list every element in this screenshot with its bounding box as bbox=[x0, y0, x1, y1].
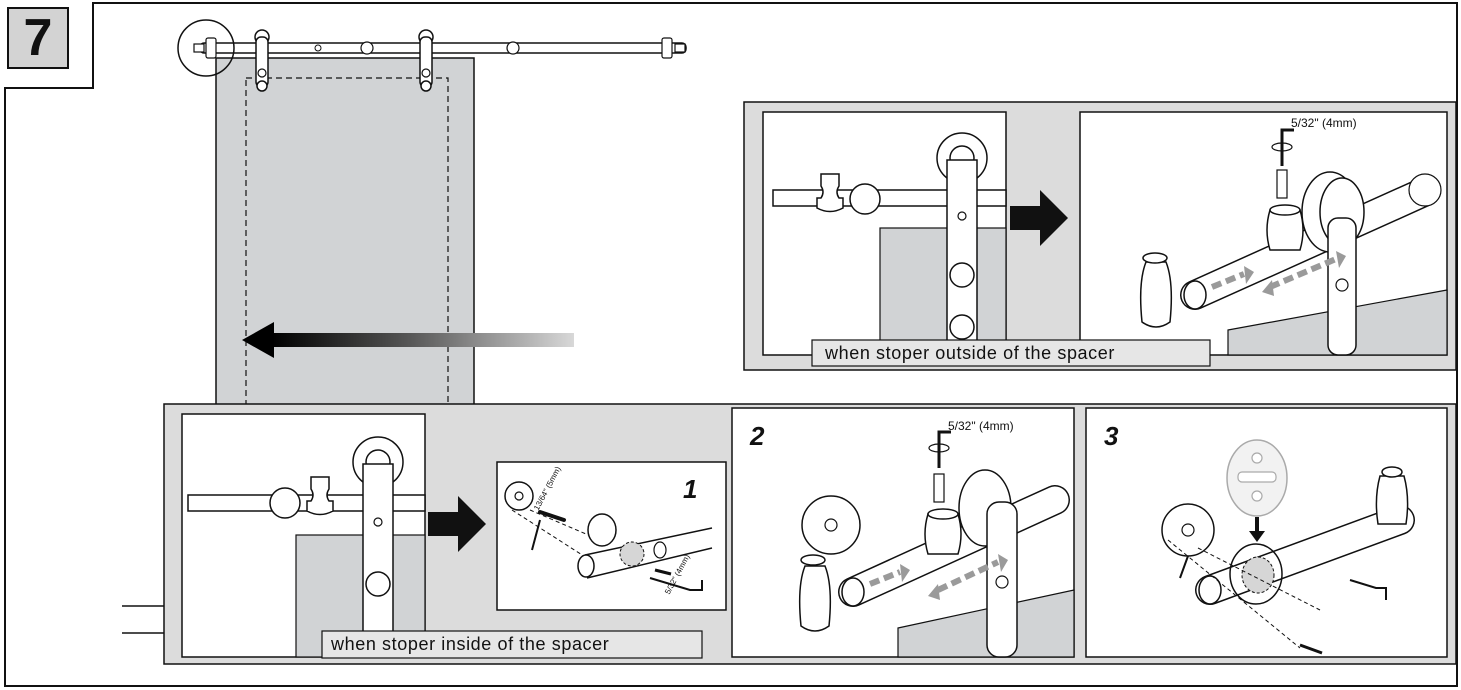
bottom-panel-caption: when stoper inside of the spacer bbox=[331, 634, 610, 654]
hex-wrench-icon bbox=[1280, 128, 1294, 166]
stopper-icon bbox=[306, 476, 334, 516]
sub-step-1-number: 1 bbox=[683, 474, 698, 504]
rotate-icon bbox=[1271, 142, 1293, 152]
bottom-caption-box bbox=[321, 630, 703, 659]
bottom-proceed-arrow bbox=[428, 496, 486, 552]
top-wrench-size-label: 5/32" (4mm) bbox=[1291, 116, 1357, 130]
top-caption-box bbox=[811, 339, 1211, 367]
track-rail bbox=[193, 37, 687, 59]
top-panel-caption: when stoper outside of the spacer bbox=[825, 343, 1115, 363]
stopper-icon bbox=[816, 173, 844, 213]
step-badge-box bbox=[7, 7, 69, 69]
top-overview-frame bbox=[762, 111, 1007, 357]
sub-step-3-number: 3 bbox=[1104, 421, 1119, 451]
hanger-right bbox=[418, 29, 434, 92]
hanger-left bbox=[254, 29, 270, 92]
hex-wrench-icon bbox=[937, 430, 951, 468]
sub-step-2-frame bbox=[731, 407, 1075, 658]
top-detail-frame bbox=[1079, 111, 1448, 356]
sub-step-2-number: 2 bbox=[750, 421, 765, 451]
rotate-icon bbox=[928, 443, 950, 453]
door-panel bbox=[215, 57, 475, 411]
down-arrow-icon bbox=[1249, 531, 1265, 542]
top-proceed-arrow bbox=[1010, 190, 1068, 246]
sub-step-2-wrench-size-label: 5/32" (4mm) bbox=[948, 419, 1014, 433]
slide-left-arrow bbox=[242, 322, 574, 358]
sub-step-3-frame bbox=[1085, 407, 1448, 658]
detail-callout-circle bbox=[177, 19, 235, 77]
sub-step-1-frame bbox=[496, 461, 727, 611]
bottom-overview-frame bbox=[181, 413, 426, 658]
step-number: 7 bbox=[23, 9, 53, 67]
